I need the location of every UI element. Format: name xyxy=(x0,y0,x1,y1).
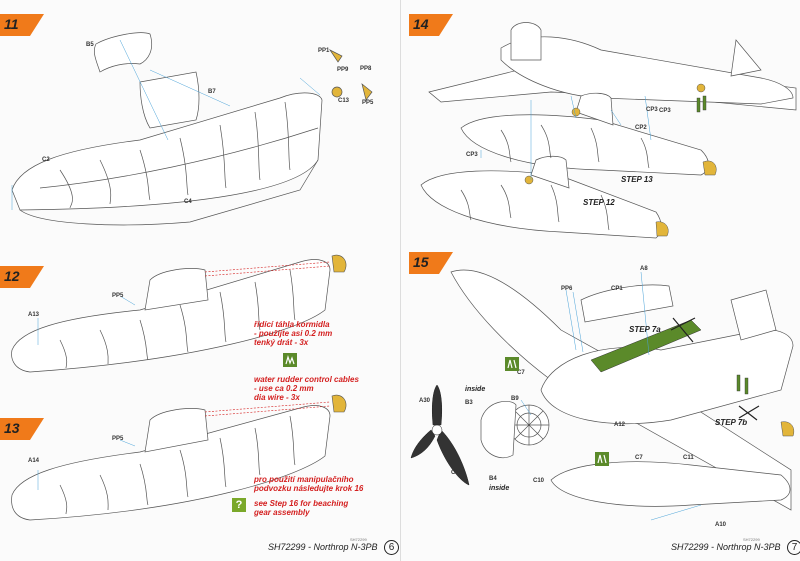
part-b5-cover xyxy=(94,32,153,73)
footer-title-left: SH72299 - Northrop N-3PB xyxy=(268,541,378,552)
footer-left: SH72299 - Northrop N-3PB 6 xyxy=(268,540,400,555)
label-c7-a: C7 xyxy=(517,370,525,376)
label-a12: A12 xyxy=(614,422,626,428)
label-pp8: PP8 xyxy=(360,66,372,72)
label-a30: A30 xyxy=(419,398,431,404)
step-15-badge: 15 xyxy=(409,252,453,274)
question-icon: ? xyxy=(232,498,246,512)
note-cables-cz-line1: řídící táhla kormidla xyxy=(254,320,330,329)
note-cables-en: water rudder control cables - use ca 0.2… xyxy=(254,375,359,402)
note-beaching-cz-line2: podvozku následujte krok 16 xyxy=(254,484,364,493)
step-13-number: 13 xyxy=(4,420,20,436)
label-c7-b: C7 xyxy=(635,455,643,461)
page-number-left: 6 xyxy=(384,540,400,555)
inside-label-b: inside xyxy=(489,485,510,492)
left-page: 11 12 13 xyxy=(0,14,400,555)
step-13-badge: 13 xyxy=(0,418,44,440)
float-step13 xyxy=(11,405,331,521)
step-15-number: 15 xyxy=(413,254,429,270)
note-beaching-en: see Step 16 for beaching gear assembly xyxy=(254,499,348,517)
right-page: 14 15 xyxy=(400,0,800,561)
label-c13: C13 xyxy=(338,98,350,104)
footer-code-left: SH72299 xyxy=(350,537,367,542)
label-b3: B3 xyxy=(465,400,473,406)
left-page-illustrations xyxy=(11,32,373,521)
step-12-callout: STEP 12 xyxy=(583,198,615,207)
label-c10-b: C10 xyxy=(533,478,545,484)
step-14-badge: 14 xyxy=(409,14,453,36)
label-a10: A10 xyxy=(715,522,727,528)
wire-hand-icon-a xyxy=(505,357,519,371)
cockpit-interior xyxy=(590,319,702,373)
note-beaching-cz: pro použití manipulačního podvozku násle… xyxy=(254,475,363,493)
label-cp3-a: CP3 xyxy=(646,107,658,113)
label-pp5-step12: PP5 xyxy=(112,293,124,299)
label-cp2: CP2 xyxy=(635,125,647,131)
step-14-number: 14 xyxy=(413,16,429,32)
label-b9: B9 xyxy=(511,396,519,402)
step-7b-callout: STEP 7b xyxy=(715,418,748,427)
aircraft-fuselage-step14 xyxy=(500,36,794,105)
label-cp3-b: CP3 xyxy=(659,108,671,114)
label-pp9: PP9 xyxy=(337,67,349,73)
label-pp5-step13: PP5 xyxy=(112,436,124,442)
canopy-cp1 xyxy=(580,284,674,323)
note-cables-cz: řídící táhla kormidla - použijte asi 0.2… xyxy=(254,320,332,347)
label-c4: C4 xyxy=(184,199,192,205)
propeller-a30 xyxy=(410,384,470,486)
step-12-badge: 12 xyxy=(0,266,44,288)
label-pp5-step11: PP5 xyxy=(362,100,374,106)
label-pp1: PP1 xyxy=(318,48,330,54)
note-cables-en-line2: - use ca 0.2 mm xyxy=(254,384,314,393)
page-number-right: 7 xyxy=(787,540,800,555)
note-beaching-en-line1: see Step 16 for beaching xyxy=(254,499,349,508)
note-cables-cz-line2: - použijte asi 0.2 mm xyxy=(254,329,333,338)
part-b7-strut xyxy=(139,71,200,129)
label-b4: B4 xyxy=(489,476,497,482)
label-c2: C2 xyxy=(42,157,50,163)
footer-title-right: SH72299 - Northrop N-3PB xyxy=(671,541,781,552)
float-step14-upper xyxy=(460,114,709,176)
label-c10-a: C10 xyxy=(451,470,463,476)
label-a14: A14 xyxy=(28,458,40,464)
rudder-step13 xyxy=(331,394,347,413)
label-b7: B7 xyxy=(208,89,216,95)
label-c11: C11 xyxy=(683,455,694,461)
label-a8: A8 xyxy=(640,266,648,272)
label-cp3-c: CP3 xyxy=(466,152,478,158)
note-cables-en-line1: water rudder control cables xyxy=(254,375,359,384)
step-11-number: 11 xyxy=(4,16,19,32)
step-13-callout: STEP 13 xyxy=(621,175,653,184)
inside-label-a: inside xyxy=(465,386,486,393)
rudder-step12 xyxy=(331,254,347,273)
label-b5: B5 xyxy=(86,42,94,48)
float-step12 xyxy=(11,259,331,373)
note-cables-cz-line3: tenký drát - 3x xyxy=(254,338,309,347)
note-cables-en-line3: dia wire - 3x xyxy=(254,393,300,402)
footer-right: SH72299 - Northrop N-3PB 7 xyxy=(671,540,800,555)
aircraft-fuselage-step15 xyxy=(540,329,794,425)
footer-code-right: SH72299 xyxy=(743,537,760,542)
right-page-illustrations xyxy=(410,22,797,521)
note-beaching-cz-line1: pro použití manipulačního xyxy=(254,475,354,484)
step-11-badge: 11 xyxy=(0,14,44,36)
note-beaching-en-line2: gear assembly xyxy=(254,508,310,517)
step-12-number: 12 xyxy=(4,268,20,284)
wire-hand-icon xyxy=(283,353,297,367)
step-7a-callout: STEP 7a xyxy=(629,325,661,334)
label-a13: A13 xyxy=(28,312,40,318)
label-cp1: CP1 xyxy=(611,286,623,292)
wire-hand-icon-b xyxy=(595,452,609,466)
label-pp6: PP6 xyxy=(561,286,573,292)
float-hull-step11 xyxy=(11,92,323,211)
